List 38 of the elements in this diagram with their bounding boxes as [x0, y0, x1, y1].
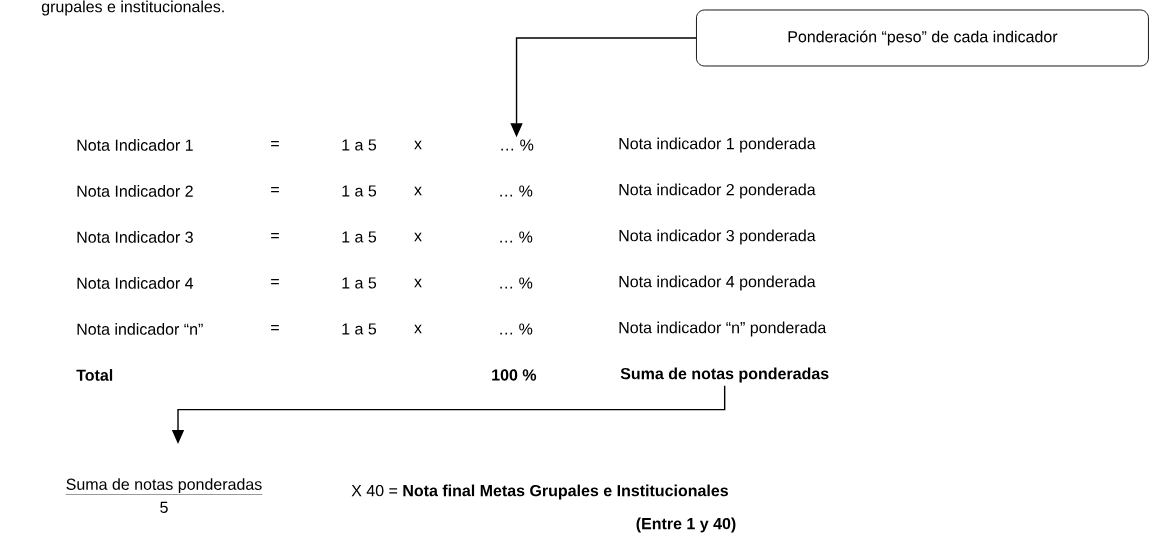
text: x: [414, 324, 422, 334]
text: x: [414, 278, 422, 288]
text: … %: [500, 323, 533, 335]
text: 1 a 5: [342, 139, 377, 151]
text: Total: [76, 369, 113, 381]
table-cell: Suma de notas ponderadas: [620, 367, 829, 383]
text: Nota indicador 2 ponderada: [619, 183, 816, 199]
text: 1 a 5: [342, 277, 377, 289]
text: Nota Indicador 1: [77, 139, 193, 151]
text: x: [414, 232, 422, 242]
text: x: [414, 186, 422, 196]
text: 1 a 5: [342, 185, 377, 197]
text: X 40 = Nota final Metas Grupales e Institucionales: [351, 484, 728, 500]
text: =: [271, 279, 279, 285]
text: 1 a 5: [342, 323, 377, 335]
text: … %: [500, 231, 533, 243]
text: =: [271, 187, 279, 193]
text: Nota Indicador 4: [77, 277, 194, 289]
text: Nota indicador 1 ponderada: [619, 137, 816, 153]
text: x: [414, 140, 422, 150]
text: =: [271, 141, 279, 147]
text: Nota Indicador 3: [77, 231, 193, 243]
text: 1 a 5: [342, 231, 377, 243]
text: =: [271, 325, 279, 331]
text: =: [271, 233, 279, 239]
callout-box: Ponderación “peso” de cada indicador: [696, 9, 1149, 67]
text: 100 %: [492, 369, 537, 381]
text: Nota indicador 4 ponderada: [619, 275, 816, 291]
text: Nota Indicador 2: [77, 185, 193, 197]
fraction: Suma de notas ponderadas 5: [65, 478, 263, 513]
table-cell: … %: [501, 139, 534, 151]
text: (Entre 1 y 40): [636, 517, 736, 533]
text: Nota indicador “n”: [77, 323, 203, 335]
text: Nota indicador 3 ponderada: [619, 229, 816, 245]
text: grupales e institucionales.: [41, 0, 224, 16]
text: … %: [500, 277, 533, 289]
text: … %: [500, 185, 533, 197]
text: Nota indicador “n” ponderada: [619, 321, 827, 337]
